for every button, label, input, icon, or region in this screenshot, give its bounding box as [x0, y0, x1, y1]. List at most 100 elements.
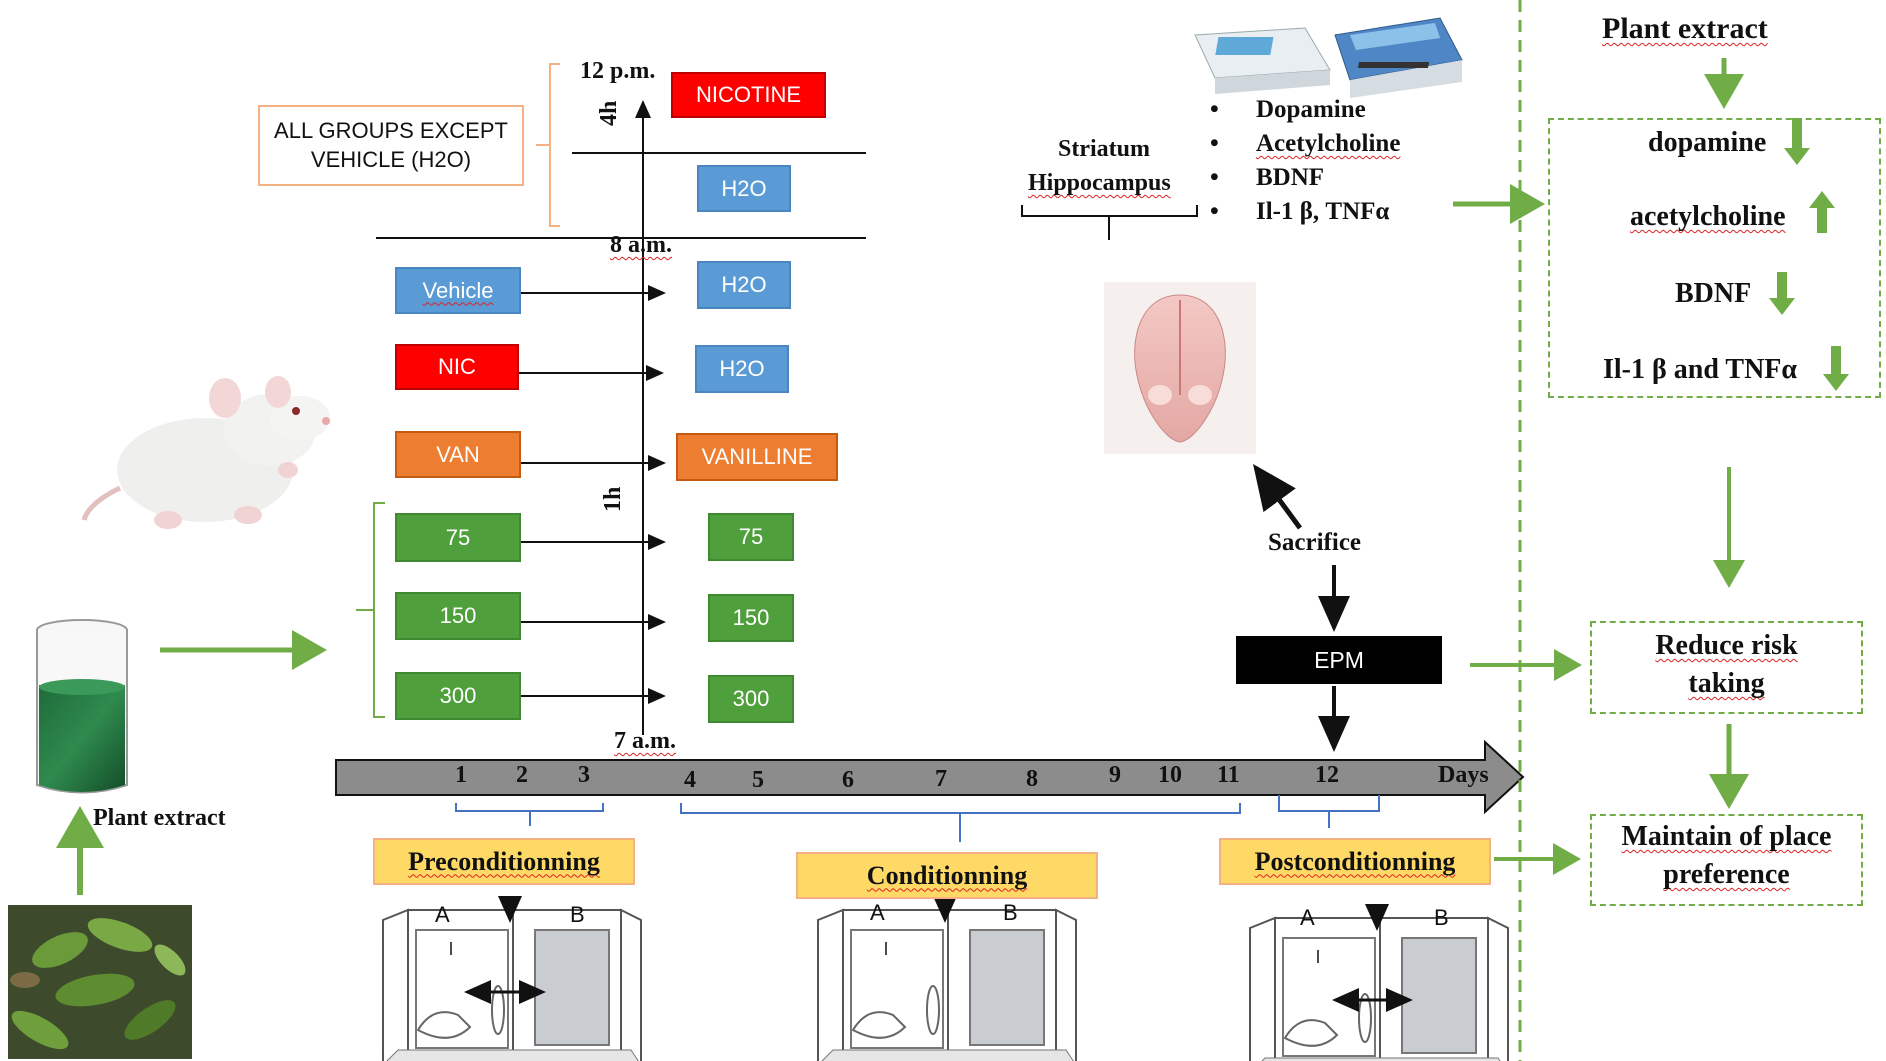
cage-conditioning	[817, 896, 1077, 1061]
day-label: 10	[1158, 762, 1182, 788]
arrow-sacrifice-to-brain	[1253, 463, 1303, 530]
treatment-van-label: VANILLINE	[701, 444, 813, 469]
group-300-label: 300	[439, 683, 477, 708]
reduce-risk-line1: Reduce risk	[1655, 630, 1798, 661]
plant-photo	[8, 905, 192, 1059]
effects-box	[1548, 118, 1881, 398]
region-striatum: Striatum	[1058, 136, 1150, 162]
group-75-box: 75	[395, 513, 521, 562]
marker-item: •Acetylcholine	[1210, 130, 1401, 157]
reduce-risk-text: Reduce risk taking	[1590, 627, 1863, 703]
treatment-300-box: 300	[708, 675, 794, 723]
group-nic-box: NIC	[395, 344, 519, 390]
sacrifice-label: Sacrifice	[1268, 529, 1362, 556]
interval-4h-label: 4h	[596, 100, 622, 126]
phase-conditioning-label: Conditionning	[866, 860, 1028, 890]
effect-direction-arrows	[1769, 118, 1849, 391]
reduce-risk-line2: taking	[1688, 667, 1765, 699]
time-8am-label: 8 a.m.	[610, 232, 672, 258]
day-label: 9	[1109, 762, 1121, 788]
effect-il1b-tnfa: Il-1 β and TNFα	[1603, 354, 1798, 385]
phase-postconditioning: Postconditionning	[1219, 838, 1491, 885]
treatment-nic-box: H2O	[695, 345, 789, 393]
maintain-pref-box	[1590, 814, 1863, 906]
cage-preconditioning	[382, 896, 642, 1061]
group-300-box: 300	[395, 672, 521, 720]
cage-postconditioning	[1249, 904, 1509, 1061]
treatment-75-label: 75	[738, 524, 764, 549]
time-7am-label: 7 a.m.	[614, 728, 676, 754]
all-groups-note-line1: ALL GROUPS EXCEPT	[274, 117, 508, 143]
phase-postconditioning-label: Postconditionning	[1254, 846, 1456, 876]
group-arrows	[518, 285, 666, 704]
analyzer-devices-image	[1194, 17, 1463, 98]
plant-extract-label: Plant extract	[93, 805, 226, 831]
day-label: 5	[752, 767, 764, 793]
treatment-van-box: VANILLINE	[676, 433, 838, 481]
effect-dopamine: dopamine	[1648, 127, 1767, 158]
time-12pm-label: 12 p.m.	[580, 58, 656, 84]
nicotine-box: NICOTINE	[671, 72, 826, 118]
phase-preconditioning-label: Preconditionning	[408, 846, 600, 876]
time-axis	[376, 100, 866, 735]
phase-brackets	[455, 795, 1380, 842]
marker-item: •Dopamine	[1210, 96, 1366, 123]
top-bracket	[536, 63, 560, 227]
h2o-top-box: H2O	[697, 165, 791, 212]
treatment-vehicle-box: H2O	[697, 261, 791, 309]
cage-a-label: A	[435, 902, 450, 927]
day-label: 1	[455, 762, 467, 788]
day-label: 3	[578, 762, 590, 788]
group-vehicle-box: Vehicle	[395, 267, 521, 314]
effect-arrow-down-icon	[1784, 118, 1810, 165]
group-van-box: VAN	[395, 431, 521, 478]
treatment-75-box: 75	[708, 513, 794, 561]
day-label: 6	[842, 767, 854, 793]
treatment-150-label: 150	[732, 605, 770, 630]
cage-b-label: B	[1003, 900, 1018, 925]
regions-brace	[1021, 205, 1198, 240]
extract-group-bracket	[356, 502, 385, 718]
treatment-300-label: 300	[732, 686, 770, 711]
treatment-nic-label: H2O	[719, 356, 765, 381]
effect-acetylcholine: acetylcholine	[1630, 201, 1786, 232]
treatment-vehicle-label: H2O	[721, 272, 767, 297]
days-axis-label: Days	[1438, 762, 1489, 788]
maintain-pref-text: Maintain of place preference	[1590, 818, 1863, 894]
marker-item: •Il-1 β, TNFα	[1210, 198, 1390, 225]
all-groups-note-box: ALL GROUPS EXCEPT VEHICLE (H2O)	[258, 105, 524, 186]
maintain-pref-line2: preference	[1663, 858, 1790, 890]
maintain-pref-line1: Maintain of place	[1621, 821, 1832, 852]
effect-arrow-up-icon	[1809, 191, 1835, 233]
day-label: 8	[1026, 766, 1038, 792]
group-150-box: 150	[395, 592, 521, 640]
effect-arrow-down-icon	[1823, 346, 1849, 391]
cage-b-label: B	[1434, 905, 1449, 930]
epm-box: EPM	[1236, 636, 1442, 684]
all-groups-note-line2: VEHICLE (H2O)	[310, 146, 472, 172]
epm-label: EPM	[1314, 646, 1364, 673]
outcome-title: Plant extract	[1602, 12, 1768, 45]
beaker-image	[36, 619, 128, 794]
reduce-risk-box	[1590, 621, 1863, 714]
treatment-150-box: 150	[708, 594, 794, 642]
group-nic-label: NIC	[438, 354, 476, 379]
group-150-label: 150	[439, 603, 477, 628]
marker-list: •Dopamine •Acetylcholine •BDNF •Il-1 β, …	[1210, 96, 1400, 232]
marker-item: •BDNF	[1210, 164, 1325, 191]
interval-1h-label: 1h	[600, 486, 626, 512]
day-label: 7	[935, 766, 947, 792]
region-hippocampus: Hippocampus	[1028, 170, 1171, 196]
cage-a-label: A	[870, 900, 885, 925]
effect-bdnf: BDNF	[1675, 278, 1752, 309]
h2o-top-label: H2O	[721, 175, 767, 201]
phase-conditioning: Conditionning	[796, 852, 1098, 899]
day-label: 12	[1315, 762, 1339, 788]
rat-image	[81, 376, 330, 529]
group-75-label: 75	[445, 524, 471, 550]
cage-a-label: A	[1300, 905, 1315, 930]
effect-arrow-down-icon	[1769, 272, 1795, 315]
day-label: 2	[516, 762, 528, 788]
nicotine-label: NICOTINE	[695, 82, 802, 107]
